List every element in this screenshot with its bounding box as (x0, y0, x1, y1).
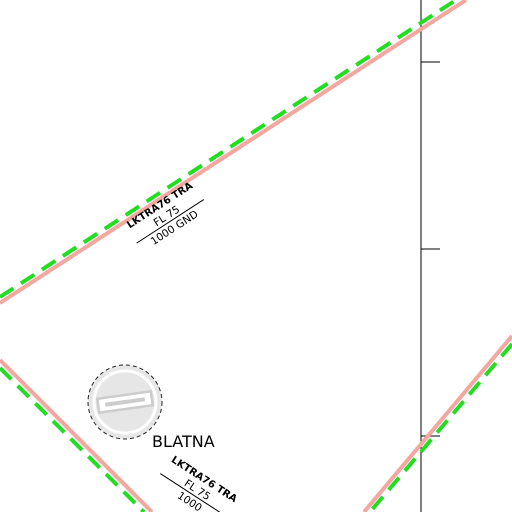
limit-divider (136, 199, 204, 244)
airspace-boundary-north (0, 0, 468, 305)
place-label: BLATNA (152, 432, 215, 451)
airspace-boundary-east (362, 334, 512, 512)
airspace-boundary-west (0, 358, 154, 512)
limit-divider (160, 473, 228, 512)
runway-icon (95, 389, 155, 415)
airspace-label-lower: LKTRA76 TRA FL 75 1000 (160, 455, 239, 512)
meridian-line (420, 0, 440, 512)
airspace-label-upper: LKTRA76 TRA FL 75 1000 GND (125, 180, 204, 248)
airfield-icon[interactable] (87, 364, 163, 440)
